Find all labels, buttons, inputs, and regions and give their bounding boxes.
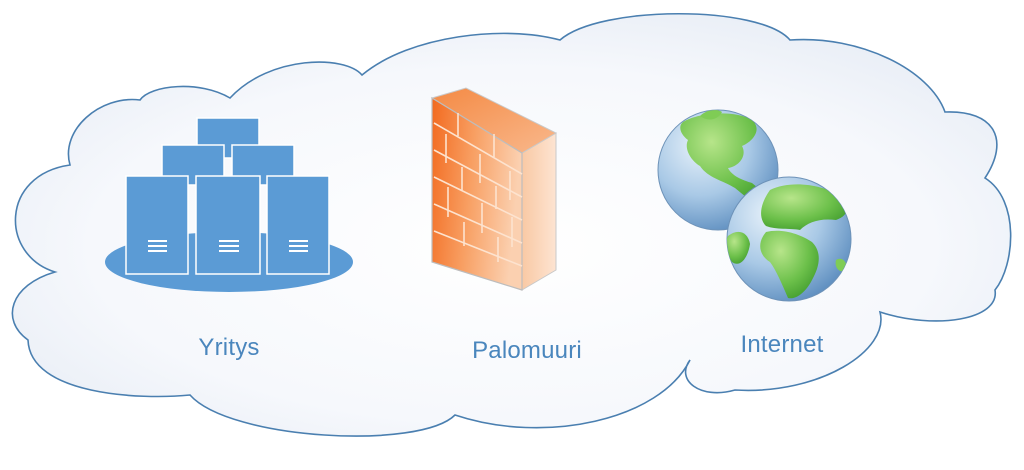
firewall-icon [430,87,558,291]
label-company: Yritys [198,334,260,361]
label-internet: Internet [740,331,824,358]
server-cluster-icon [105,117,353,292]
label-firewall: Palomuuri [472,337,582,364]
globe-icon [657,109,852,302]
